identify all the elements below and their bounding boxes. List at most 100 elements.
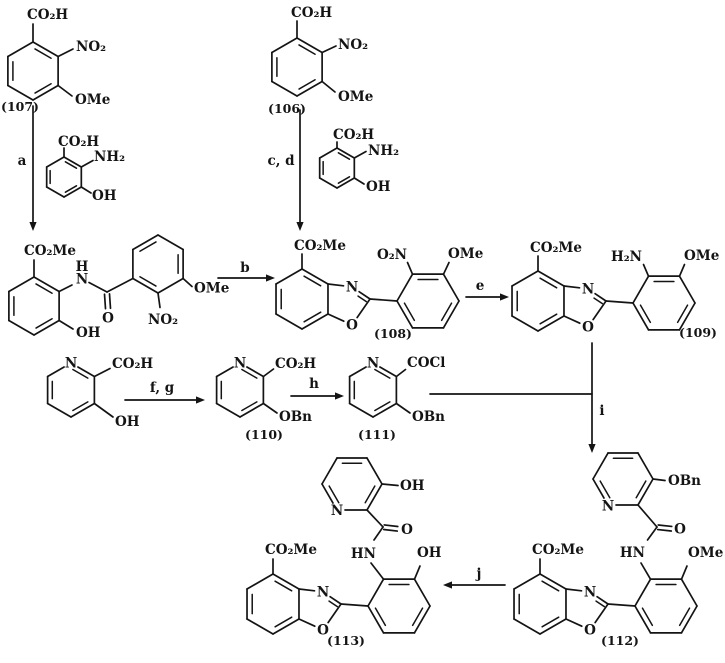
- bond: [413, 605, 431, 634]
- bond: [656, 528, 673, 532]
- bond: [246, 573, 274, 590]
- bond: [381, 483, 399, 487]
- bond: [157, 234, 184, 251]
- bond: [336, 147, 356, 159]
- bond: [406, 261, 414, 276]
- bond: [358, 290, 371, 300]
- bond: [132, 277, 159, 294]
- bond: [46, 366, 65, 378]
- bond: [599, 480, 611, 499]
- bond: [80, 159, 94, 168]
- arrowhead: [196, 396, 205, 404]
- bond: [303, 275, 322, 287]
- arrowhead: [335, 392, 344, 400]
- bond: [64, 161, 78, 169]
- step-h-arrow: h: [290, 376, 344, 400]
- label-co2me: CO₂Me: [265, 542, 317, 558]
- bond: [411, 607, 424, 627]
- bond: [321, 45, 337, 54]
- label-n: N: [367, 356, 379, 372]
- label-o: O: [317, 623, 329, 639]
- label-oh: OH: [115, 414, 140, 430]
- bond: [318, 147, 338, 159]
- label-o: O: [346, 318, 358, 334]
- bond: [634, 605, 652, 634]
- label-n: N: [346, 280, 358, 296]
- bond: [639, 304, 652, 324]
- bond: [595, 600, 606, 608]
- bond: [442, 261, 450, 276]
- label-o2n: O₂N: [377, 247, 407, 263]
- bond: [34, 83, 52, 94]
- bond: [45, 186, 65, 198]
- bond: [246, 618, 274, 635]
- step-b-arrow: b: [217, 260, 275, 282]
- bond: [642, 263, 650, 278]
- bond: [374, 607, 387, 627]
- bond: [383, 524, 399, 528]
- bond: [8, 319, 35, 336]
- bond: [366, 457, 383, 485]
- bond: [241, 401, 258, 412]
- arrowhead: [296, 222, 304, 231]
- label-o: O: [584, 623, 596, 639]
- bond: [303, 311, 322, 323]
- step-a-arrow: a: [18, 105, 37, 231]
- bond: [592, 478, 605, 499]
- bond: [596, 595, 609, 605]
- bond: [32, 84, 59, 101]
- bond: [537, 270, 565, 287]
- bond: [58, 319, 74, 330]
- bond: [70, 402, 96, 418]
- bond: [382, 528, 399, 532]
- bond: [539, 573, 567, 590]
- label-o: O: [582, 320, 594, 336]
- label-c107: (107): [1, 99, 39, 114]
- bond: [93, 367, 111, 378]
- bond: [594, 603, 609, 624]
- label-n: N: [317, 585, 329, 601]
- bond: [80, 186, 92, 194]
- bond: [63, 186, 83, 198]
- bond: [35, 318, 53, 329]
- label-co2me: CO₂Me: [24, 243, 76, 259]
- bond: [356, 298, 371, 319]
- bond: [262, 368, 275, 378]
- bond: [372, 402, 398, 418]
- bond: [46, 402, 72, 418]
- bond: [298, 618, 316, 628]
- bond: [329, 595, 342, 605]
- bond: [657, 524, 673, 528]
- bond: [605, 300, 634, 304]
- bond: [395, 368, 407, 378]
- bond: [275, 268, 303, 285]
- label-oh: OH: [417, 545, 442, 561]
- label-co2me: CO₂Me: [294, 238, 346, 254]
- bond: [72, 368, 89, 379]
- label-no2: NO₂: [76, 39, 106, 55]
- bond: [57, 84, 73, 97]
- bond: [348, 402, 374, 418]
- bond: [676, 304, 689, 324]
- bond: [262, 402, 278, 414]
- bond: [634, 578, 652, 607]
- bond: [139, 241, 157, 252]
- label-c113: (113): [327, 633, 365, 648]
- bond: [272, 573, 300, 590]
- bond: [298, 79, 316, 90]
- label-h: h: [309, 376, 319, 392]
- label-n: N: [582, 282, 594, 298]
- bond: [271, 80, 298, 97]
- label-c112: (112): [601, 633, 639, 648]
- label-n: N: [331, 503, 343, 519]
- bond: [35, 283, 53, 294]
- bond: [58, 284, 73, 293]
- bond: [592, 300, 607, 321]
- label-hn: HN: [620, 545, 645, 561]
- bond: [296, 37, 323, 54]
